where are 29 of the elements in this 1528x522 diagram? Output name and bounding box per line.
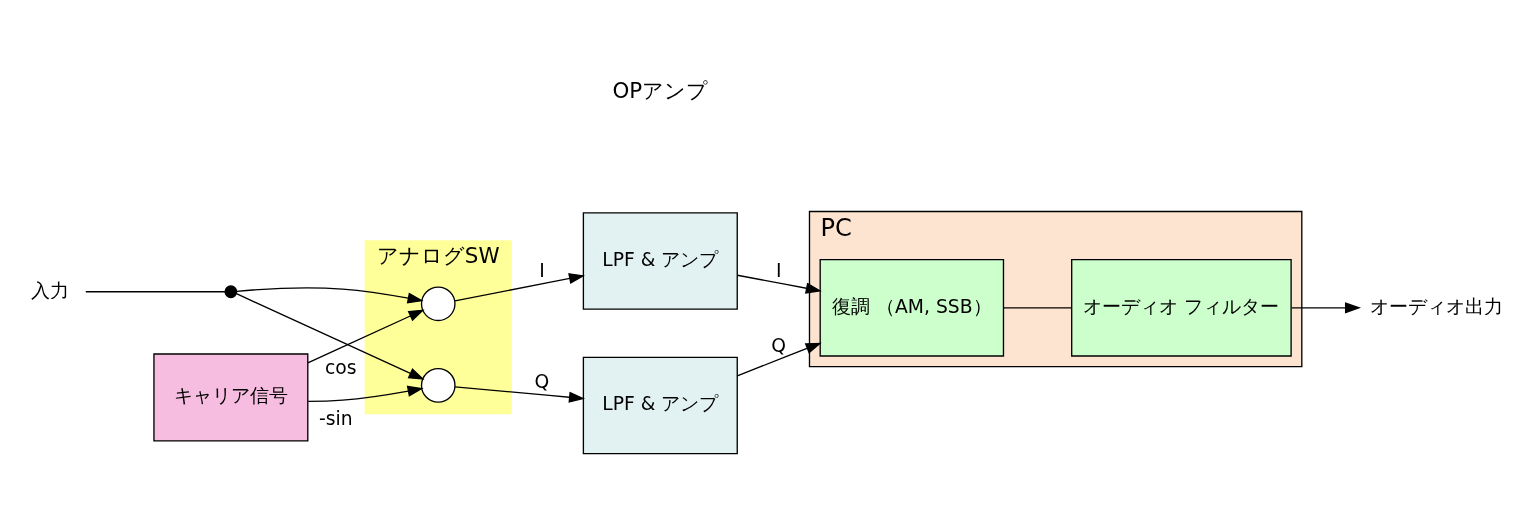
- node-box: LPF & アンプ: [582, 356, 738, 455]
- arrow: [236, 287, 424, 304]
- cluster: アナログSW: [364, 240, 512, 415]
- edge-label: I: [539, 260, 545, 282]
- arrow: [307, 309, 425, 364]
- edge-label: Q: [771, 335, 787, 357]
- connector: [85, 291, 226, 293]
- node-circle: [420, 286, 456, 322]
- arrow: [1290, 302, 1362, 314]
- node-text: オーディオ出力: [1370, 295, 1504, 317]
- node-dot: [224, 285, 238, 299]
- node-box: キャリア信号: [153, 353, 309, 442]
- arrow: [736, 342, 822, 377]
- edge-label: -sin: [318, 408, 353, 430]
- arrow: [307, 385, 424, 402]
- edge-label: cos: [324, 356, 357, 378]
- edge-label: Q: [534, 371, 550, 393]
- node-circle: [420, 368, 456, 403]
- arrow: [454, 273, 585, 302]
- node-box: オーディオ フィルター: [1071, 259, 1292, 357]
- arrow: [736, 274, 822, 294]
- node-box: 復調 （AM, SSB）: [819, 259, 1005, 357]
- connector: [1002, 307, 1072, 309]
- node-box: LPF & アンプ: [582, 212, 738, 310]
- node-text: 入力: [30, 279, 69, 301]
- arrow: [454, 386, 586, 403]
- label: OPアンプ: [612, 77, 709, 103]
- arrow: [235, 293, 425, 380]
- edge-label: I: [775, 260, 782, 282]
